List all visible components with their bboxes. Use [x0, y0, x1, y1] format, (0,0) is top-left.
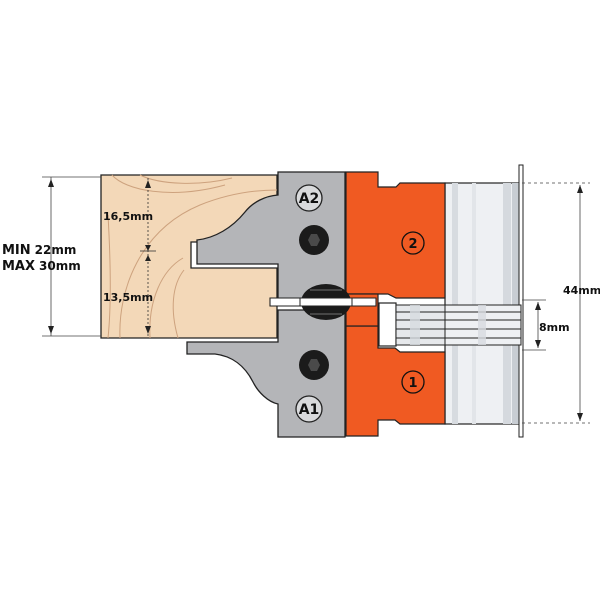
flat-screw-icon [299, 284, 353, 320]
dim-upper-label: 16,5mm [103, 210, 153, 223]
svg-text:2: 2 [408, 237, 417, 252]
spindle-body [444, 164, 524, 438]
svg-text:1: 1 [408, 376, 417, 391]
knife-a1-badge: A1 [295, 395, 323, 423]
wood-workpiece [100, 174, 278, 339]
hex-screw-icon [299, 350, 329, 380]
groove-dimension [522, 299, 546, 351]
groove-teeth [395, 304, 522, 346]
hex-screw-icon [299, 225, 329, 255]
groove-label: 8mm [539, 321, 570, 334]
svg-text:A2: A2 [299, 191, 320, 207]
knife-a2-badge: A2 [295, 184, 323, 212]
cutter-2-badge: 2 [401, 231, 425, 255]
cutter-1-badge: 1 [401, 370, 425, 394]
dim-lower-label: 13,5mm [103, 291, 153, 304]
inner-dimension [140, 178, 156, 336]
total-height-label: 44mm [563, 284, 600, 297]
svg-text:A1: A1 [299, 402, 320, 418]
thickness-dimension [42, 176, 101, 337]
total-height-dimension [522, 182, 590, 424]
